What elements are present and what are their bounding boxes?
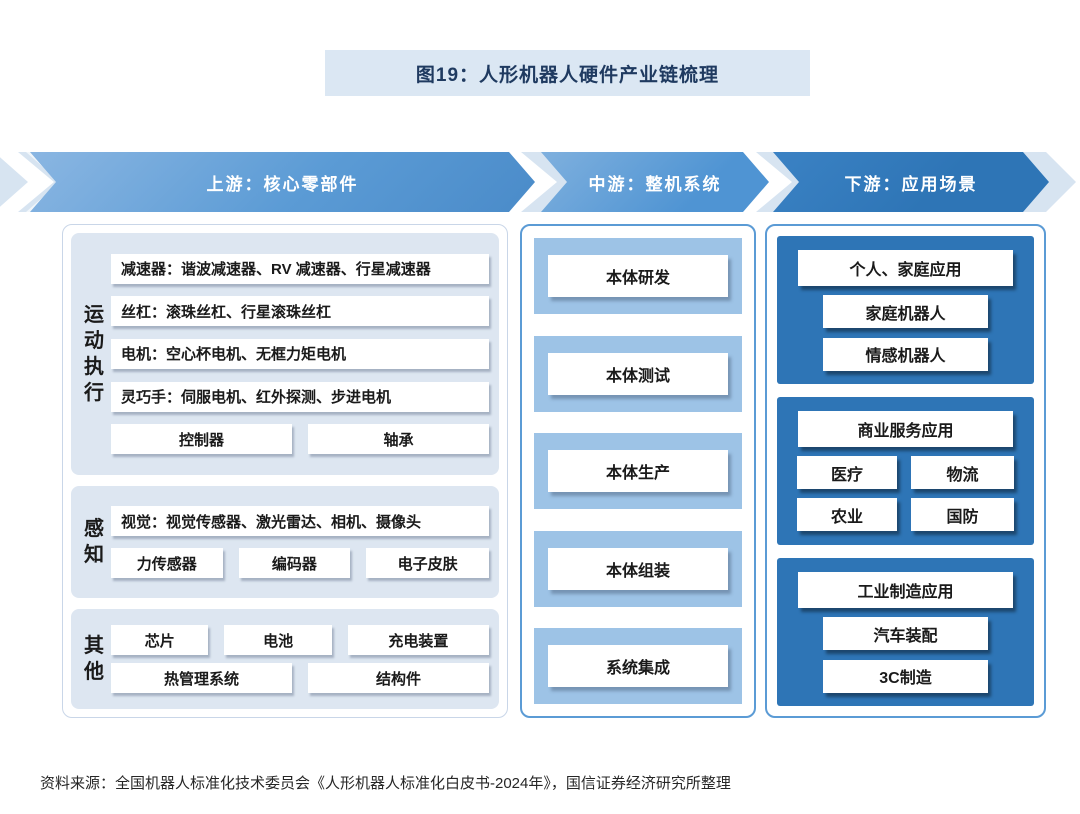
component-box: 力传感器 [111, 548, 223, 578]
process-block: 本体生产 [534, 433, 742, 509]
section-label: 感知 [84, 518, 104, 566]
process-block: 本体研发 [534, 238, 742, 314]
process-box: 本体生产 [548, 450, 728, 492]
process-block: 本体组装 [534, 530, 742, 607]
stage-arrow-downstream: 下游：应用场景 [773, 152, 1049, 212]
application-box: 农业 [797, 498, 897, 532]
application-box: 汽车装配 [823, 617, 988, 650]
component-box: 热管理系统 [111, 663, 292, 693]
stage-label-upstream: 上游：核心零部件 [206, 174, 359, 194]
component-row: 丝杠：滚珠丝杠、行星滚珠丝杠 [111, 296, 489, 327]
application-group-commercial-service: 商业服务应用 医疗 物流 农业 国防 [777, 397, 1034, 545]
stage-label-midstream: 中游：整机系统 [588, 174, 722, 194]
application-header: 个人、家庭应用 [798, 249, 1013, 286]
stage-arrow-midstream: 中游：整机系统 [541, 152, 769, 212]
component-box: 轴承 [308, 424, 489, 455]
section-perception: 感知 视觉：视觉传感器、激光雷达、相机、摄像头 力传感器 编码器 电子皮肤 [71, 486, 499, 598]
downstream-panel: 个人、家庭应用 家庭机器人 情感机器人 商业服务应用 医疗 物流 农业 国防 工… [765, 224, 1046, 718]
process-box: 本体组装 [548, 547, 728, 590]
component-box: 编码器 [238, 548, 351, 578]
application-box: 物流 [911, 456, 1014, 490]
application-header: 商业服务应用 [798, 410, 1013, 447]
process-block: 本体测试 [534, 335, 742, 412]
application-box: 情感机器人 [823, 337, 988, 371]
upstream-panel: 运动执行 减速器：谐波减速器、RV 减速器、行星减速器 丝杠：滚珠丝杠、行星滚珠… [62, 224, 508, 718]
section-others: 其他 芯片 电池 充电装置 热管理系统 结构件 [71, 609, 499, 709]
application-box: 家庭机器人 [823, 295, 988, 328]
application-box: 医疗 [797, 456, 897, 490]
process-block: 系统集成 [534, 628, 742, 704]
component-row: 减速器：谐波减速器、RV 减速器、行星减速器 [111, 253, 489, 284]
section-label: 其他 [84, 635, 104, 683]
component-box: 结构件 [308, 663, 489, 693]
section-label: 运动执行 [84, 304, 104, 404]
component-row: 视觉：视觉传感器、激光雷达、相机、摄像头 [111, 506, 489, 536]
stage-arrow-band: 上游：核心零部件 中游：整机系统 下游：应用场景 [0, 152, 1080, 212]
process-box: 系统集成 [548, 645, 728, 687]
component-row: 电机：空心杯电机、无框力矩电机 [111, 338, 489, 369]
figure-title: 图19：人形机器人硬件产业链梳理 [325, 50, 810, 96]
section-motion-execution: 运动执行 减速器：谐波减速器、RV 减速器、行星减速器 丝杠：滚珠丝杠、行星滚珠… [71, 233, 499, 475]
application-header: 工业制造应用 [798, 571, 1013, 608]
midstream-panel: 本体研发 本体测试 本体生产 本体组装 系统集成 [520, 224, 756, 718]
stage-arrow-upstream: 上游：核心零部件 [30, 152, 535, 212]
stage-label-downstream: 下游：应用场景 [844, 174, 978, 194]
source-note: 资料来源：全国机器人标准化技术委员会《人形机器人标准化白皮书-2024年》，国信… [40, 775, 731, 792]
component-box: 电池 [224, 625, 332, 655]
component-box: 电子皮肤 [366, 548, 489, 578]
application-box: 3C制造 [823, 659, 988, 693]
component-box: 芯片 [111, 625, 209, 655]
application-group-industrial-manufacturing: 工业制造应用 汽车装配 3C制造 [777, 558, 1034, 706]
component-row: 灵巧手：伺服电机、红外探测、步进电机 [111, 381, 489, 412]
application-group-personal-home: 个人、家庭应用 家庭机器人 情感机器人 [777, 236, 1034, 384]
component-box: 充电装置 [347, 625, 490, 655]
process-box: 本体研发 [548, 255, 728, 297]
application-box: 国防 [911, 498, 1014, 532]
component-box: 控制器 [111, 424, 292, 455]
process-box: 本体测试 [548, 352, 728, 395]
